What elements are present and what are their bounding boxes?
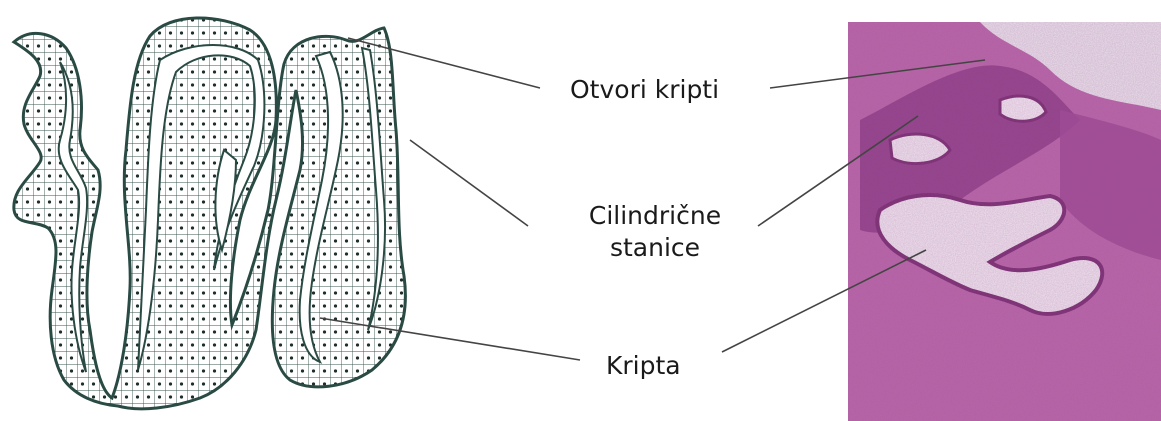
histology-micrograph (848, 22, 1161, 421)
epithelium-band (14, 18, 406, 409)
micrograph-grain (848, 22, 1161, 421)
label-crypt: Kripta (606, 350, 681, 382)
label-columnar-cells-line1: Cilindrične (560, 200, 750, 232)
label-columnar-cells-line2: stanice (560, 232, 750, 264)
label-columnar-cells: Cilindrične stanice (560, 200, 750, 264)
crypt-epithelium-drawing (14, 18, 406, 409)
leader-cells-left (410, 140, 528, 226)
label-crypt-openings: Otvori kripti (570, 74, 719, 106)
